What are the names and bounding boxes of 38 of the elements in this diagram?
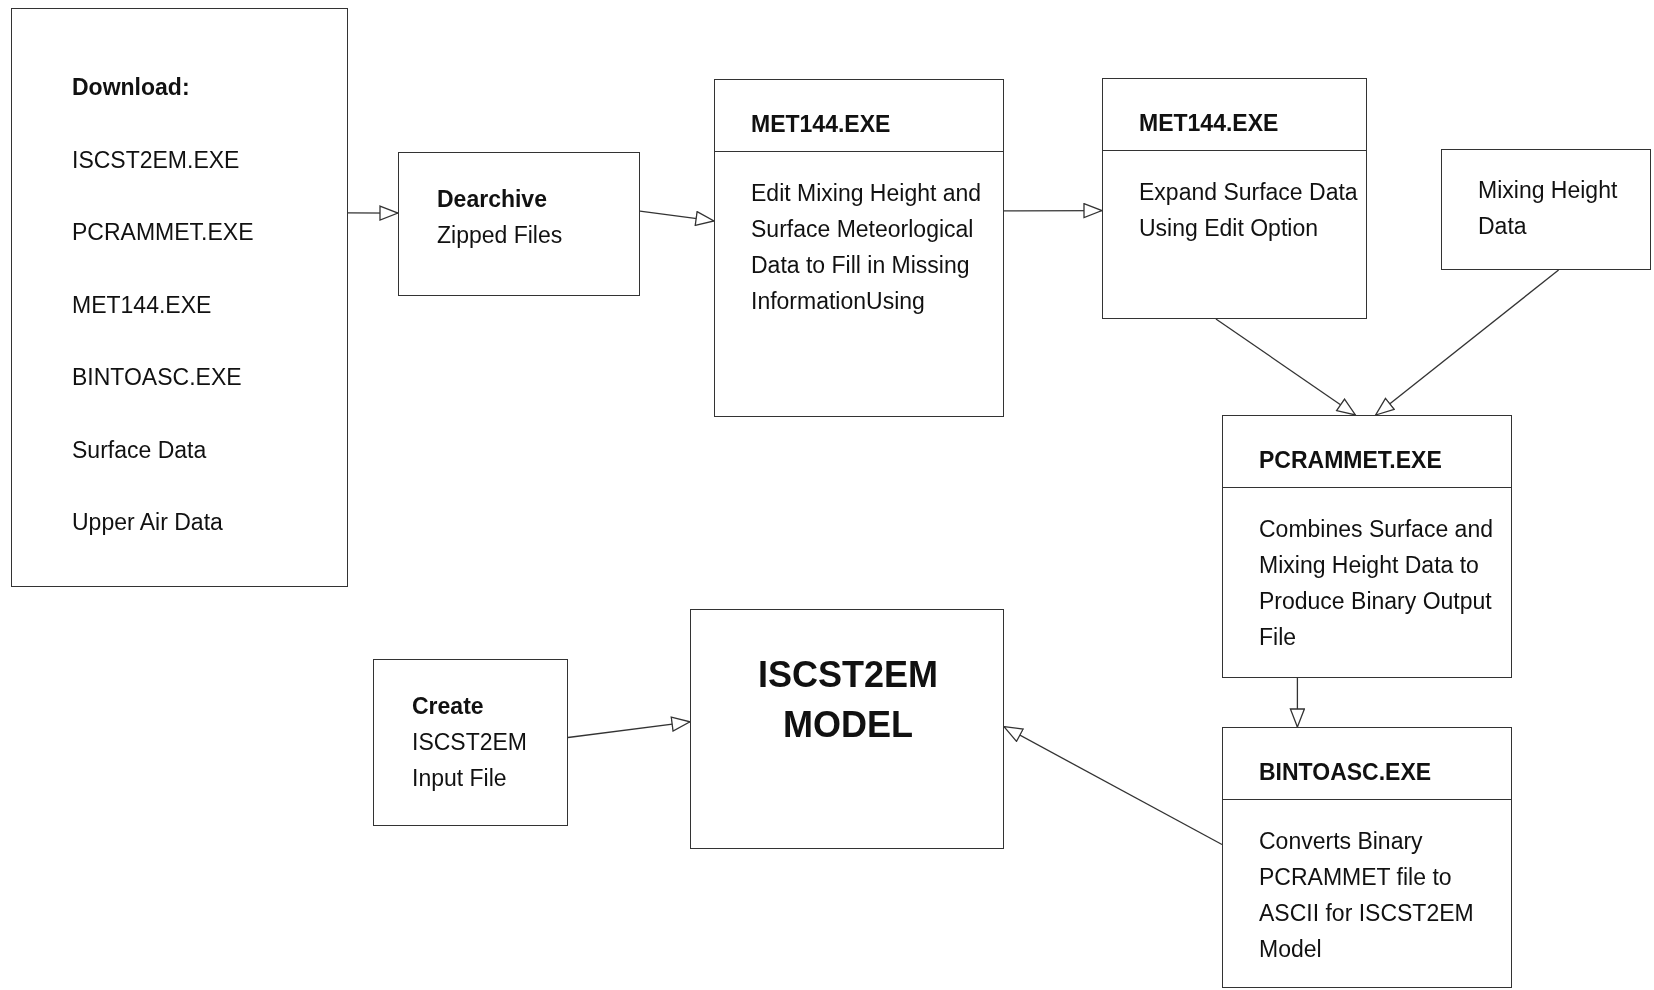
- list-item: ISCST2EM.EXE: [72, 145, 241, 175]
- box-text: Converts Binary PCRAMMET file to ASCII for ISCST2EM Model: [1259, 827, 1475, 964]
- arrow: [1215, 318, 1357, 416]
- arrow: [1003, 202, 1103, 219]
- box-title: ISCST2EM MODEL: [756, 653, 939, 747]
- box-title: BINTOASC.EXE: [1259, 758, 1433, 787]
- heading: Download:: [72, 73, 191, 102]
- process-box: [373, 659, 568, 826]
- list-item: BINTOASC.EXE: [72, 363, 243, 392]
- process-box: [1222, 727, 1512, 988]
- arrow: [347, 205, 399, 221]
- box-title: PCRAMMET.EXE: [1259, 446, 1443, 475]
- box-title: MET144.EXE: [1139, 109, 1280, 138]
- process-box: [690, 609, 1004, 849]
- process-box: [1441, 149, 1651, 270]
- arrow: [1289, 677, 1306, 728]
- box-text: ISCST2EM Input File: [412, 728, 529, 793]
- box-title: Create: [412, 692, 485, 721]
- list-item: MET144.EXE: [72, 290, 213, 320]
- box-text: Mixing Height Data: [1478, 176, 1619, 241]
- process-box: [1102, 78, 1367, 319]
- list-item: Surface Data: [72, 435, 208, 465]
- arrow: [1003, 725, 1223, 846]
- box-text: Expand Surface Data Using Edit Option: [1139, 178, 1359, 243]
- process-box: [11, 8, 348, 587]
- box-text: Combines Surface and Mixing Height Data to Produce Binary Output File: [1259, 515, 1494, 652]
- list-item: PCRAMMET.EXE: [72, 218, 255, 247]
- list-item: Upper Air Data: [72, 508, 224, 537]
- arrow: [567, 716, 691, 739]
- box-title: Dearchive: [437, 185, 548, 214]
- box-text: Zipped Files: [437, 221, 564, 250]
- arrow: [639, 210, 715, 227]
- process-box: [714, 79, 1004, 417]
- arrow: [1375, 269, 1560, 416]
- process-box: [1222, 415, 1512, 678]
- process-box: [398, 152, 640, 296]
- box-title: MET144.EXE: [751, 110, 892, 139]
- box-text: Edit Mixing Height and Surface Meteorlogical Data to Fill in Missing InformationUsing: [751, 179, 983, 316]
